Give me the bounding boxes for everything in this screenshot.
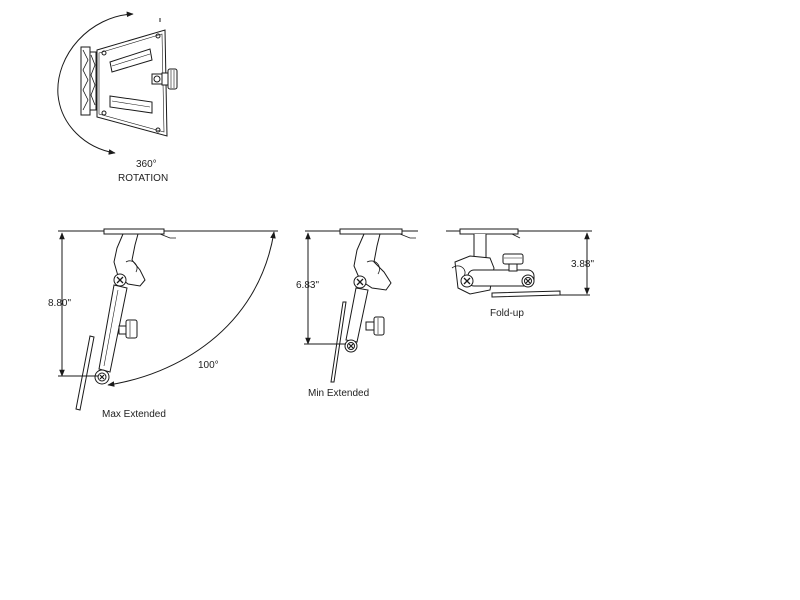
lower-slot — [109, 95, 153, 114]
min-extended-view — [304, 228, 418, 383]
arm-knob — [365, 316, 385, 336]
upper-slot — [109, 48, 153, 73]
max-height-label: 8.80" — [48, 298, 71, 309]
swing-arc — [107, 231, 276, 387]
max-extended-view — [58, 228, 278, 411]
ceiling-plate — [459, 228, 519, 235]
monitor-plate — [75, 335, 95, 411]
monitor-plate — [491, 290, 561, 298]
side-bracket — [80, 46, 97, 116]
swing-angle-label: 100° — [198, 360, 219, 371]
rotation-arrow — [57, 11, 134, 155]
max-extended-caption: Max Extended — [102, 409, 166, 420]
arm-knob — [502, 253, 524, 272]
vesa-plate — [96, 29, 168, 137]
rotation-angle-label: 360° — [136, 159, 157, 170]
screw-hole-icon — [155, 33, 161, 39]
rotation-view — [57, 11, 178, 155]
min-height-label: 6.83" — [296, 280, 319, 291]
monitor-plate — [330, 301, 347, 383]
rotation-caption: ROTATION — [118, 173, 168, 184]
screw-hole-icon — [101, 110, 107, 116]
ceiling-plate — [103, 228, 165, 235]
tension-knob — [161, 68, 178, 90]
screw-hole-icon — [155, 127, 161, 133]
min-extended-caption: Min Extended — [308, 388, 369, 399]
ceiling-plate — [339, 228, 403, 235]
upper-clamp — [353, 233, 392, 291]
screw-hole-icon — [101, 50, 107, 56]
fold-up-caption: Fold-up — [490, 308, 524, 319]
extension-arm — [345, 287, 369, 343]
arm-knob — [118, 319, 138, 339]
fold-height-label: 3.88" — [571, 259, 594, 270]
fold-up-view — [446, 228, 592, 298]
